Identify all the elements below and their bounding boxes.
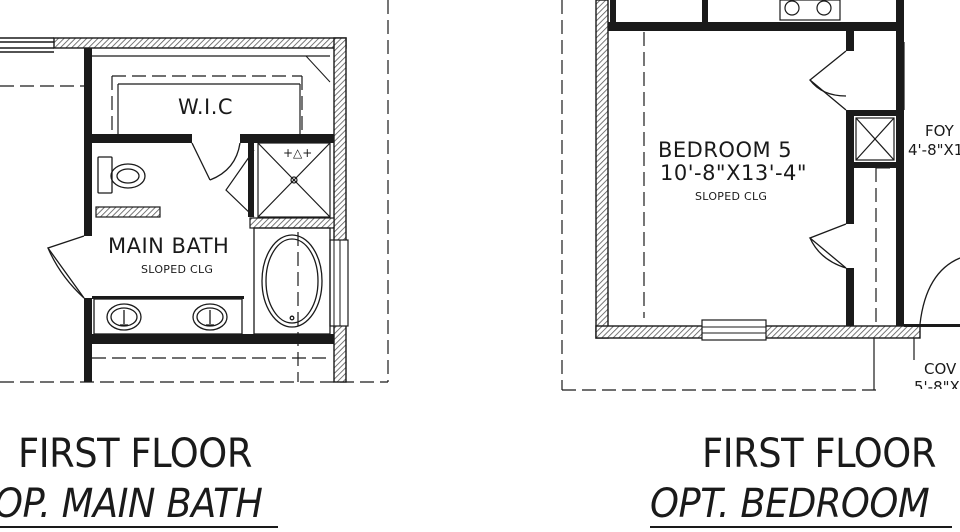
right-caption-title: FIRST FLOOR — [702, 431, 936, 477]
bedroom-door-lower — [808, 223, 847, 269]
bedroom-plan — [561, 0, 960, 391]
bathtub — [253, 227, 331, 335]
left-top-wall — [53, 37, 347, 49]
toilet — [97, 156, 146, 194]
tub-ledge — [249, 217, 335, 229]
closet-door — [191, 142, 241, 181]
closet-label: W.I.C — [178, 95, 234, 119]
left-window-band — [0, 37, 54, 53]
main-bath-label: MAIN BATH — [108, 234, 230, 258]
right-caption-subtitle: OPT. BEDROOM — [650, 481, 930, 527]
right-dashed-outline — [561, 0, 878, 391]
foyer-arc — [919, 257, 960, 325]
closet-box — [855, 117, 895, 161]
right-left-wall — [595, 0, 609, 339]
bedroom-dimensions: 10'-8"X13'-4" — [660, 161, 808, 185]
foyer-label: FOY — [925, 122, 954, 140]
bedroom-label: BEDROOM 5 — [658, 138, 793, 162]
cove-dimensions: 5'-8"X — [914, 380, 960, 389]
main-bath-note: SLOPED CLG — [141, 263, 214, 276]
left-caption-underline — [0, 526, 278, 528]
left-caption-subtitle: OP. MAIN BATH — [0, 481, 263, 527]
left-dashed-outline — [0, 0, 389, 383]
left-interior-walls — [84, 48, 334, 382]
svg-text:+△+: +△+ — [283, 146, 312, 160]
left-right-wall — [333, 37, 347, 383]
foyer-dimensions: 4'-8"X1 — [908, 141, 960, 159]
vanity — [93, 298, 243, 335]
top-counter — [779, 0, 841, 21]
cove-label: COV — [924, 360, 957, 378]
right-interior-walls — [608, 0, 960, 327]
bath-entry-door — [46, 235, 85, 299]
shower: +△+ — [225, 142, 331, 218]
counter-ledge — [95, 206, 161, 218]
bedroom-note: SLOPED CLG — [695, 190, 768, 203]
left-caption-title: FIRST FLOOR — [18, 431, 252, 477]
bedroom-closet-door-top — [808, 50, 847, 111]
left-window-right — [329, 239, 349, 327]
main-bath-plan: +△+ — [0, 0, 389, 383]
right-caption-underline — [650, 526, 952, 528]
right-window — [701, 319, 767, 341]
